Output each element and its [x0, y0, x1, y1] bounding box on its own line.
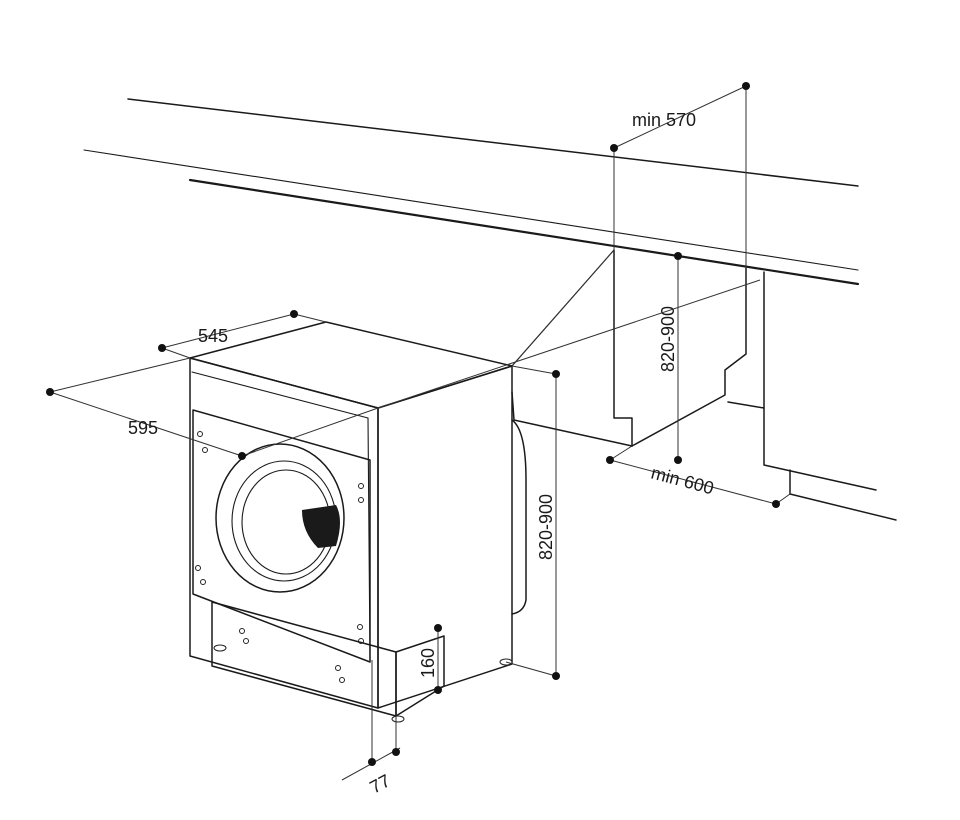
label-niche-depth: min 570: [632, 110, 696, 130]
screw-hole: [358, 483, 364, 489]
dim-machine-width: 595: [46, 279, 761, 460]
plinth-hole: [335, 665, 341, 671]
plinth-hole: [243, 638, 249, 644]
worktop: [83, 98, 860, 286]
floor-line-right: [789, 469, 897, 521]
dim-niche-height: 820-900: [658, 252, 682, 464]
screw-hole: [195, 565, 201, 571]
dim-machine-depth: 545: [158, 249, 615, 367]
worktop-underside: [188, 178, 860, 286]
screw-hole: [202, 447, 208, 453]
worktop-front-edge: [83, 149, 859, 271]
screw-hole: [197, 431, 203, 437]
dim-niche-depth: min 570: [610, 82, 750, 268]
front-foot-left: [213, 644, 227, 652]
label-machine-height: 820-900: [536, 494, 556, 560]
door-handle-icon: [302, 505, 340, 548]
machine-top-face: [189, 321, 513, 409]
niche-left-panel: [613, 249, 633, 447]
door-panel: [192, 409, 371, 663]
machine-side-face: [377, 365, 513, 709]
label-machine-width: 595: [128, 418, 158, 438]
dim-plinth-height: 160: [418, 624, 442, 694]
label-niche-width: min 600: [649, 463, 716, 499]
label-plinth-setback: 77: [366, 770, 393, 797]
porthole-outer: [215, 443, 345, 593]
plinth-side: [395, 635, 445, 717]
screw-hole: [357, 624, 363, 630]
top-panel-line: [191, 371, 369, 419]
machine-front-face: [189, 357, 379, 709]
label-niche-height: 820-900: [658, 306, 678, 372]
front-foot-right: [391, 715, 405, 723]
plinth-hole: [239, 628, 245, 634]
washing-machine: [189, 321, 527, 709]
screw-hole: [358, 497, 364, 503]
dim-machine-height: 820-900: [505, 365, 560, 680]
screw-hole: [200, 579, 206, 585]
side-cabinet-floor: [763, 407, 877, 491]
plinth-hole: [339, 677, 345, 683]
plinth: [211, 601, 445, 723]
label-plinth-height: 160: [418, 648, 438, 678]
rear-hose: [511, 419, 527, 615]
plinth-front: [211, 601, 397, 717]
dim-niche-width: min 600: [606, 445, 791, 508]
niche-right-panel: [631, 267, 747, 447]
worktop-top-edge: [127, 98, 859, 187]
dim-plinth-setback: 77: [341, 660, 401, 798]
label-machine-depth: 545: [198, 326, 228, 346]
